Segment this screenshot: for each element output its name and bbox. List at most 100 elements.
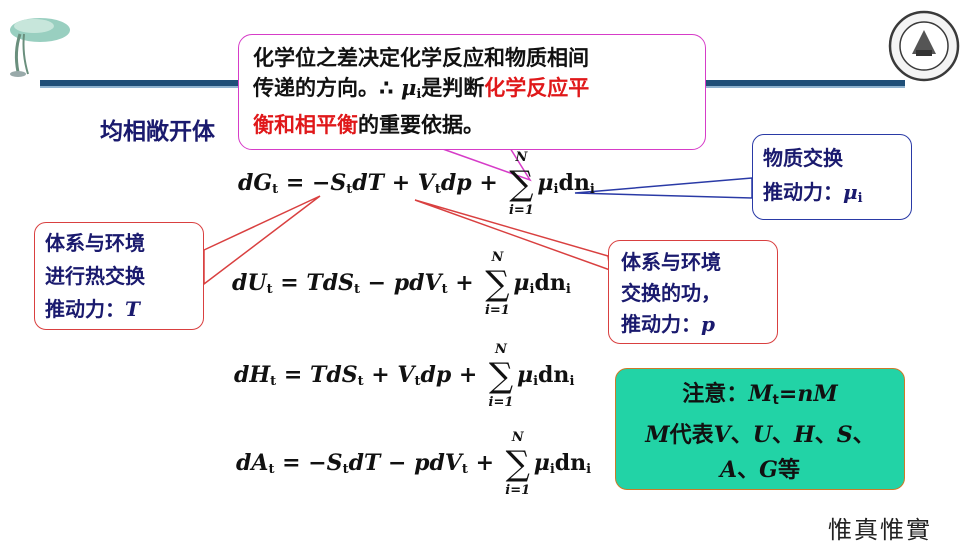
sum-upper: N	[491, 250, 504, 265]
callout-top-line3-post: 的重要依据。	[358, 113, 484, 137]
eq3-sub-t: t	[270, 374, 277, 389]
sum-upper: N	[495, 342, 507, 357]
sum-lower: i=1	[488, 395, 514, 410]
mu-symbol: μ	[400, 75, 417, 100]
note-sep: 、	[730, 423, 753, 448]
sigma: ∑	[505, 444, 530, 484]
note-nM: nM	[797, 381, 838, 407]
eq4-mu: μ	[533, 450, 550, 476]
sigma: ∑	[485, 264, 510, 304]
eq1-rhs: = −S	[285, 170, 347, 196]
note-sep: 、	[737, 458, 760, 483]
eq2-mu: μ	[513, 270, 530, 296]
pressure-symbol: p	[701, 312, 715, 336]
callout-right-line1: 物质交换	[763, 146, 843, 170]
eq4-dn: dn	[554, 450, 587, 476]
sum-symbol: N∑i=1	[483, 250, 511, 318]
sum-upper: N	[515, 150, 528, 165]
eq2-b: +	[447, 270, 482, 296]
eq2-dn-i: i	[565, 282, 571, 297]
slide-title: 均相敞开体	[100, 119, 215, 145]
eq4-sub-t: t	[268, 462, 275, 477]
eq2-dn: dn	[534, 270, 566, 296]
eq2-sub-t3: t	[441, 282, 448, 297]
eq2-sub-t: t	[266, 282, 273, 297]
callout-top-line2-red: 化学反应平	[484, 76, 590, 100]
note-line2-text: 代表	[669, 423, 714, 448]
eq2-sub-t2: t	[354, 282, 361, 297]
eq3-dn-i: i	[569, 374, 575, 389]
note-label: 注意：	[682, 382, 749, 407]
eq1-sub-t2: t	[346, 182, 353, 197]
eq4-lhs: dA	[236, 450, 269, 476]
note-box: 注意：Mt=nM M代表V、U、H、S、 A、G等	[615, 368, 905, 490]
sum-upper: N	[511, 430, 524, 445]
eq3-a: + V	[363, 362, 415, 388]
note-sep: 、	[852, 423, 875, 448]
mu-subscript: i	[857, 191, 863, 206]
callout-left-line2: 进行热交换	[45, 264, 145, 288]
callout-top-line1: 化学位之差决定化学反应和物质相间	[253, 46, 589, 70]
callout-mid-line1: 体系与环境	[621, 250, 721, 274]
callout-left-line3: 推动力：	[45, 297, 125, 321]
note-var-G: G	[759, 457, 778, 483]
eq3-mu-i: i	[533, 374, 539, 389]
sum-lower: i=1	[484, 303, 510, 318]
eq4-sub-t2: t	[342, 462, 349, 477]
eq3-lhs: dH	[234, 362, 271, 388]
note-var-S: S	[836, 422, 853, 448]
callout-top-line2-post: 是判断	[421, 76, 485, 100]
note-sep: 、	[771, 423, 794, 448]
eq4-a: dT − pdV	[348, 450, 462, 476]
sigma: ∑	[509, 164, 534, 204]
eq1-a: dT + V	[352, 170, 435, 196]
eq3-sub-t2: t	[357, 374, 364, 389]
callout-mid-line3: 推动力：	[621, 312, 701, 336]
note-var-U: U	[752, 422, 772, 448]
callout-mid-line2: 交换的功，	[621, 281, 721, 305]
eq1-sub-t3: t	[434, 182, 441, 197]
sum-lower: i=1	[505, 483, 531, 498]
sum-symbol: N∑i=1	[504, 430, 532, 498]
eq3-dn: dn	[538, 362, 570, 388]
sum-symbol: N∑i=1	[507, 150, 535, 218]
eq4-dn-i: i	[586, 462, 592, 477]
note-sep: 、	[814, 423, 837, 448]
eq4-rhs: = −S	[282, 450, 343, 476]
note-t: t	[772, 393, 779, 408]
note-var-V: V	[713, 422, 731, 448]
eq1-mu-i: i	[553, 182, 559, 197]
eq4-mu-i: i	[549, 462, 555, 477]
eq1-dn-i: i	[589, 182, 595, 197]
eq1-lhs: dG	[238, 170, 273, 196]
eq1-sub-t: t	[272, 182, 279, 197]
eq3-rhs: = TdS	[283, 362, 358, 388]
eq4-b: +	[467, 450, 502, 476]
note-eq: =	[778, 382, 798, 407]
callout-work-exchange: 体系与环境 交换的功， 推动力：p	[608, 240, 778, 344]
eq3-b: dp +	[420, 362, 485, 388]
eq2-a: − pdV	[360, 270, 442, 296]
sum-symbol: N∑i=1	[487, 342, 515, 410]
eq2-rhs: = TdS	[280, 270, 354, 296]
callout-left-line1: 体系与环境	[45, 231, 145, 255]
eq2-mu-i: i	[529, 282, 535, 297]
eq1-b: dp +	[440, 170, 506, 196]
callout-mass-exchange: 物质交换 推动力：μi	[752, 134, 912, 220]
note-line2-M: M	[645, 422, 670, 448]
callout-heat-exchange: 体系与环境 进行热交换 推动力：T	[34, 222, 204, 330]
callout-right-line2: 推动力：	[763, 180, 843, 204]
note-var-H: H	[793, 422, 815, 448]
eq4-sub-t3: t	[461, 462, 468, 477]
leaf-logo	[0, 0, 80, 80]
sum-lower: i=1	[508, 203, 534, 218]
eq3-sub-t3: t	[414, 374, 421, 389]
sigma: ∑	[488, 356, 514, 396]
mu-symbol: μ	[843, 180, 858, 204]
eq3-mu: μ	[516, 362, 534, 388]
